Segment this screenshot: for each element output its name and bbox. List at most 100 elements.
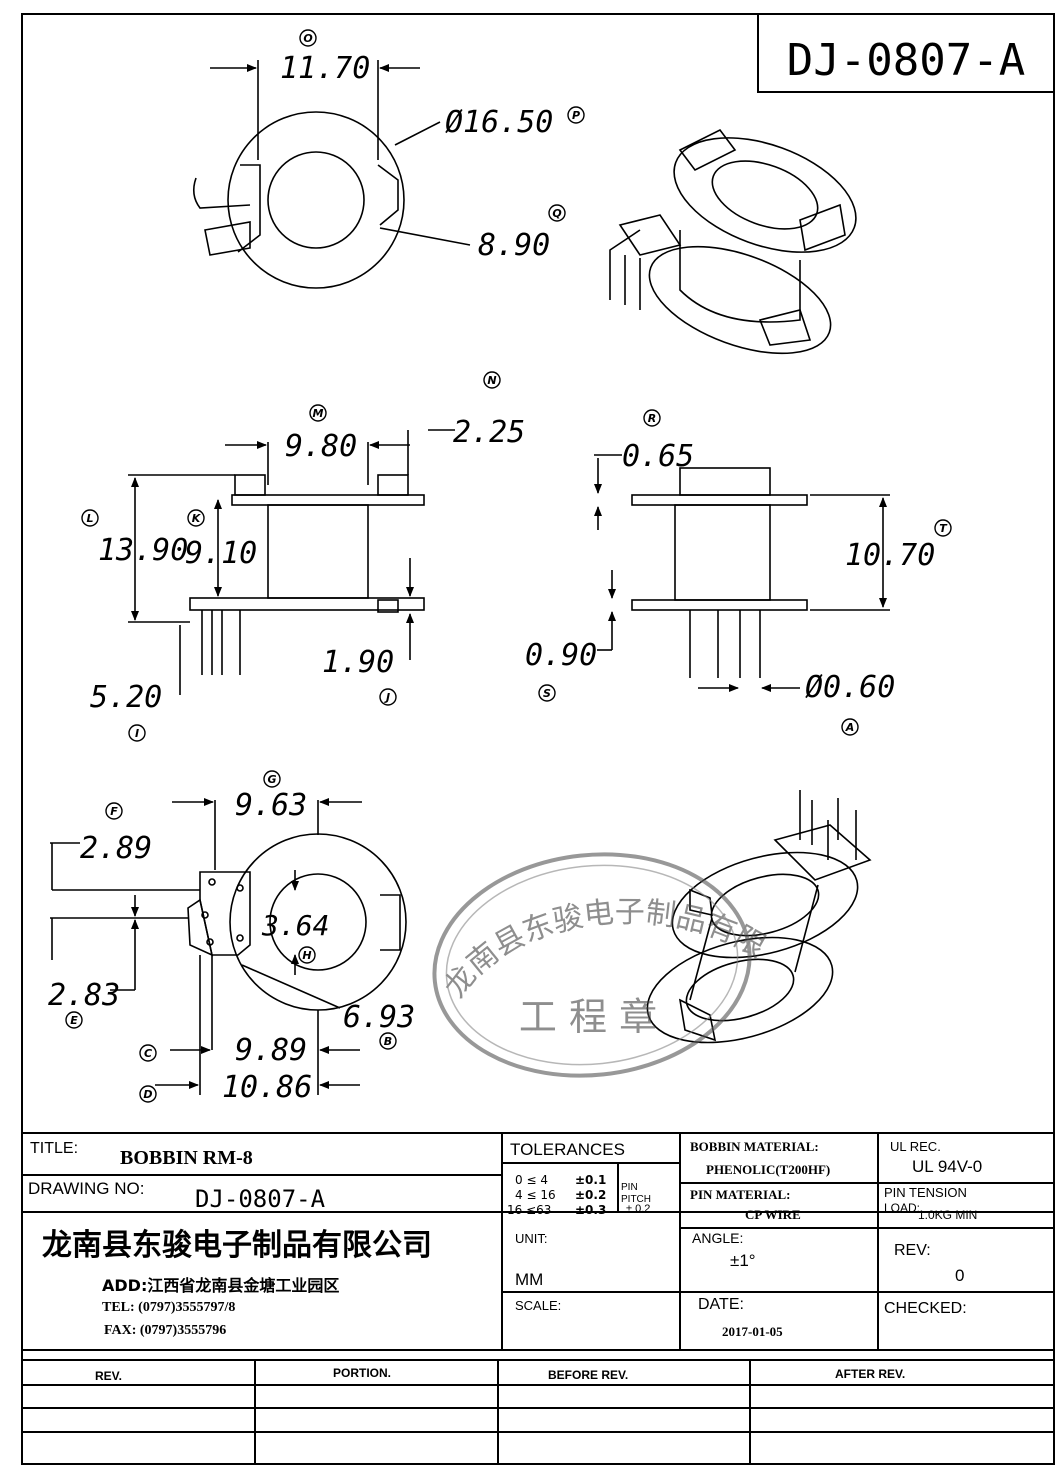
- front-view: [594, 454, 890, 692]
- tol-range-2: 4 ≤ 16: [515, 1188, 556, 1202]
- sheet-border: [21, 13, 1055, 1465]
- balloon-K: K: [187, 509, 205, 527]
- title-block: [22, 1132, 1054, 1464]
- balloon-E: E: [65, 1011, 83, 1029]
- company-fax: FAX: (0797)3555796: [104, 1323, 226, 1338]
- date-label: DATE:: [698, 1296, 744, 1313]
- dim-bottom-963: 9.63: [235, 788, 307, 823]
- title-value: BOBBIN RM-8: [120, 1147, 253, 1169]
- svg-text:E: E: [70, 1014, 78, 1027]
- dim-front-height: 10.70: [845, 538, 935, 573]
- dim-side-width: 9.80: [285, 429, 357, 464]
- svg-text:L: L: [86, 512, 93, 525]
- balloons: O P Q N M R L K T I J S A G F H E B C D: [65, 29, 952, 1103]
- balloon-Q: Q: [548, 204, 566, 222]
- load-value: 1.0KG MIN: [918, 1208, 977, 1222]
- tol-value-3: ±0.3: [575, 1203, 606, 1217]
- dim-top-width: 11.70: [280, 51, 370, 86]
- company-tel: TEL: (0797)3555797/8: [102, 1300, 235, 1315]
- company-address: ADD:江西省龙南县金塘工业园区: [102, 1276, 339, 1295]
- dim-bottom-989: 9.89: [235, 1033, 307, 1068]
- tol-range-1: 0 ≤ 4: [515, 1173, 548, 1187]
- rev-table-header-rev: REV.: [95, 1369, 122, 1383]
- side-view: [128, 429, 455, 695]
- dim-side-inner: 9.10: [185, 536, 257, 571]
- pin-tension-label: PIN TENSION: [884, 1185, 967, 1200]
- balloon-B: B: [379, 1032, 397, 1050]
- svg-text:A: A: [845, 721, 855, 734]
- svg-text:G: G: [267, 773, 276, 786]
- dim-front-flange: 0.65: [622, 439, 694, 474]
- stamp-center-text: 工 程 章: [519, 995, 657, 1039]
- title-label: TITLE:: [30, 1140, 78, 1157]
- dim-side-flange: 2.25: [453, 415, 525, 450]
- pin-material-value: CP WIRE: [745, 1207, 801, 1222]
- bottom-view: [50, 798, 407, 1095]
- balloon-G: G: [263, 770, 281, 788]
- balloon-R: R: [643, 409, 661, 427]
- iso-view-bottom: [646, 790, 872, 1044]
- dim-front-pin-dia: Ø0.60: [805, 670, 895, 705]
- svg-text:H: H: [302, 949, 311, 962]
- dim-bottom-364: 3.64: [261, 909, 329, 942]
- balloon-I: I: [128, 724, 146, 742]
- balloon-D: D: [139, 1085, 157, 1103]
- rev-label: REV:: [894, 1242, 931, 1259]
- dim-side-height: 13.90: [98, 533, 188, 568]
- scale-label: SCALE:: [515, 1298, 561, 1313]
- balloon-S: S: [538, 684, 556, 702]
- dim-top-id: 8.90: [478, 228, 550, 263]
- bobbin-material-value: PHENOLIC(T200HF): [706, 1162, 830, 1177]
- balloon-N: N: [483, 371, 501, 389]
- unit-value: MM: [515, 1270, 543, 1289]
- balloon-L: L: [81, 509, 99, 527]
- tol-value-1: ±0.1: [575, 1173, 606, 1187]
- balloon-C: C: [139, 1044, 157, 1062]
- balloon-F: F: [105, 802, 123, 820]
- tol-value-2: ±0.2: [575, 1188, 606, 1202]
- ul-rec-label: UL REC.: [890, 1139, 941, 1154]
- svg-text:D: D: [143, 1088, 152, 1101]
- pin-pitch-label-2: PITCH: [621, 1194, 651, 1205]
- svg-text:M: M: [313, 407, 324, 420]
- svg-text:K: K: [192, 512, 202, 525]
- angle-value: ±1°: [730, 1251, 756, 1270]
- svg-text:Q: Q: [552, 207, 561, 220]
- dim-bottom-289: 2.89: [80, 831, 152, 866]
- balloon-O: O: [299, 29, 317, 47]
- dim-side-foot: 1.90: [322, 645, 394, 680]
- svg-text:P: P: [572, 109, 580, 122]
- pin-material-label: PIN MATERIAL:: [690, 1187, 791, 1202]
- balloon-P: P: [567, 106, 585, 124]
- rev-table-header-before: BEFORE REV.: [548, 1368, 628, 1382]
- dim-front-bottom: 0.90: [525, 638, 597, 673]
- balloon-H: H: [298, 946, 316, 964]
- balloon-T: T: [934, 519, 952, 537]
- angle-label: ANGLE:: [692, 1230, 743, 1246]
- svg-text:J: J: [384, 691, 390, 704]
- svg-text:R: R: [648, 412, 656, 425]
- rev-value: 0: [955, 1266, 964, 1285]
- date-value: 2017-01-05: [722, 1324, 783, 1339]
- svg-text:B: B: [384, 1035, 392, 1048]
- svg-text:F: F: [110, 805, 118, 818]
- svg-text:I: I: [135, 727, 139, 740]
- dim-top-od: Ø16.50: [445, 105, 553, 140]
- tol-range-3: 16 ≤63: [507, 1203, 551, 1217]
- title-block-text: TITLE: BOBBIN RM-8 DRAWING NO: DJ-0807-A…: [28, 1139, 982, 1383]
- rev-table-header-portion: PORTION.: [333, 1366, 391, 1380]
- dim-side-pin: 5.20: [90, 680, 162, 715]
- top-view: [192, 60, 471, 289]
- bobbin-material-label: BOBBIN MATERIAL:: [690, 1139, 819, 1154]
- rev-table-header-after: AFTER REV.: [835, 1367, 905, 1381]
- iso-view-top: [609, 128, 857, 355]
- balloon-M: M: [309, 404, 327, 422]
- dim-bottom-283: 2.83: [48, 978, 120, 1013]
- svg-text:S: S: [543, 687, 551, 700]
- drawing-number-box-text: DJ-0807-A: [787, 35, 1025, 86]
- unit-label: UNIT:: [515, 1231, 548, 1246]
- drawing-no-value: DJ-0807-A: [195, 1185, 326, 1213]
- svg-text:O: O: [303, 32, 312, 45]
- svg-text:C: C: [144, 1047, 152, 1060]
